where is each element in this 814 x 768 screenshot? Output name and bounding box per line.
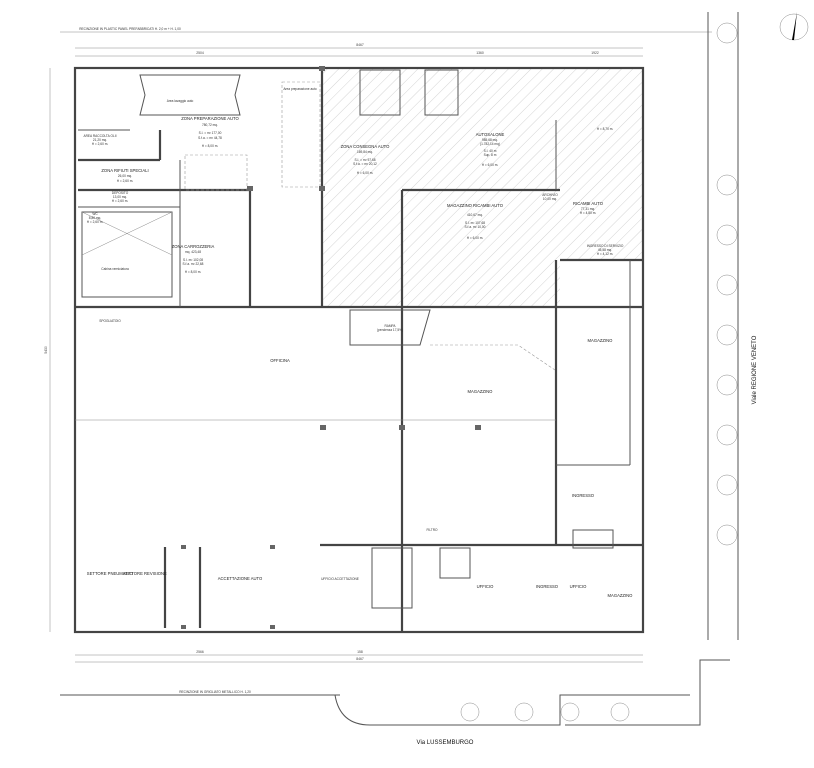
svg-text:ACCETTAZIONE AUTO: ACCETTAZIONE AUTO: [218, 576, 263, 581]
svg-text:WC: WC: [92, 212, 98, 216]
svg-text:SETTORE PNEUMATICI: SETTORE PNEUMATICI: [87, 571, 133, 576]
street-label-south: Via LUSSEMBURGO: [417, 740, 474, 746]
svg-text:H = 8,00 m.: H = 8,00 m.: [202, 144, 219, 148]
svg-text:UFFICIO: UFFICIO: [570, 584, 587, 589]
dim-total-width: 8467: [356, 43, 364, 47]
svg-text:ZONA RIFIUTI SPECIALI: ZONA RIFIUTI SPECIALI: [101, 168, 148, 173]
svg-text:H = 2,60 m.: H = 2,60 m.: [87, 220, 104, 224]
svg-text:13,00 mq.: 13,00 mq.: [113, 195, 127, 199]
tree-icons: [460, 22, 738, 722]
svg-text:S.I. = m² 177,00: S.I. = m² 177,00: [199, 131, 222, 135]
svg-text:SPOGLIATOIO: SPOGLIATOIO: [99, 319, 121, 323]
svg-text:DEPOSITO: DEPOSITO: [112, 191, 129, 195]
svg-text:mq. 423,48: mq. 423,48: [185, 250, 201, 254]
svg-text:410,67 mq.: 410,67 mq.: [467, 213, 483, 217]
dim-top-2: 1360: [476, 51, 484, 55]
south-sidewalk: [60, 694, 690, 726]
svg-text:UFFICIO: UFFICIO: [477, 584, 494, 589]
svg-text:(pendenza 17,5%): (pendenza 17,5%): [377, 328, 403, 332]
svg-text:Area preparazione auto: Area preparazione auto: [283, 87, 317, 91]
svg-text:ZONA CARROZZERIA: ZONA CARROZZERIA: [172, 244, 215, 249]
paint-booth: [81, 211, 173, 298]
svg-text:AUTOSALONE: AUTOSALONE: [476, 132, 505, 137]
svg-text:780,72 mq.: 780,72 mq.: [202, 123, 218, 127]
svg-text:S.I. m² 107,68: S.I. m² 107,68: [465, 221, 485, 225]
svg-text:S.I. m² 102,08: S.I. m² 102,08: [183, 258, 203, 262]
svg-text:Sup. 8 m: Sup. 8 m: [484, 153, 497, 157]
svg-text:UFFICIO ACCETTAZIONE: UFFICIO ACCETTAZIONE: [321, 577, 359, 581]
svg-text:H = 2,60 m.: H = 2,60 m.: [117, 179, 134, 183]
svg-text:FILTRO: FILTRO: [426, 528, 438, 532]
car-wash-area: [139, 74, 241, 116]
dim-total-width-bottom: 8467: [356, 657, 364, 661]
svg-text:MAGAZZINO: MAGAZZINO: [608, 593, 634, 598]
structural-columns: [181, 66, 481, 629]
svg-text:H = 2,60 m.: H = 2,60 m.: [112, 199, 129, 203]
svg-text:8,80 mq.: 8,80 mq.: [89, 216, 102, 220]
svg-text:INGRESSO: INGRESSO: [536, 584, 559, 589]
south-fence-note: RECINZIONE IN GRIGLIATO METALLICO H. 1,2…: [179, 690, 251, 694]
svg-text:H = 6,00 m.: H = 6,00 m.: [357, 171, 374, 175]
room-labels: ZONA PREPARAZIONE AUTO 780,72 mq. S.I. =…: [83, 87, 633, 598]
svg-text:H = 8,00 m.: H = 8,00 m.: [185, 270, 202, 274]
svg-text:(1.782,14 mq): (1.782,14 mq): [480, 142, 500, 146]
svg-text:S.I. = m² 97,68: S.I. = m² 97,68: [355, 158, 376, 162]
svg-text:ZONA CONSEGNA AUTO: ZONA CONSEGNA AUTO: [341, 144, 391, 149]
svg-text:MAGAZZINO: MAGAZZINO: [468, 389, 494, 394]
svg-text:H = 4,80 m.: H = 4,80 m.: [580, 211, 597, 215]
svg-text:INGRESSO DI SERVIZIO: INGRESSO DI SERVIZIO: [587, 244, 624, 248]
dim-top-3: 1922: [591, 51, 599, 55]
svg-text:SETTORE REVISIONE: SETTORE REVISIONE: [123, 571, 167, 576]
hatched-area: [322, 68, 643, 307]
north-arrow-icon: [779, 12, 809, 41]
street-label-east: Viale REGIONE VENETO: [752, 335, 758, 404]
ramp: [349, 309, 431, 346]
internal-walls: [75, 68, 643, 632]
svg-text:AREA RACCOLTA OLII: AREA RACCOLTA OLII: [83, 134, 116, 138]
svg-text:H = 2,60 m.: H = 2,60 m.: [92, 142, 109, 146]
svg-text:985,68 mq.: 985,68 mq.: [482, 138, 498, 142]
svg-text:S.f.a. m² 22,68: S.f.a. m² 22,68: [183, 262, 204, 266]
svg-text:S.f.a. = m² 20,12: S.f.a. = m² 20,12: [353, 162, 377, 166]
svg-text:45,58 mq.: 45,58 mq.: [598, 248, 612, 252]
dim-bottom-1: 2566: [196, 650, 204, 654]
svg-text:MAGAZZINO: MAGAZZINO: [588, 338, 614, 343]
svg-text:77,31 mq.: 77,31 mq.: [581, 207, 595, 211]
dim-bottom-2: 158: [357, 650, 363, 654]
svg-text:Cabina verniciatura: Cabina verniciatura: [101, 267, 129, 271]
svg-text:H = 8,70 m.: H = 8,70 m.: [597, 127, 614, 131]
svg-text:21,20 mq.: 21,20 mq.: [93, 138, 107, 142]
dim-total-height: 5430: [44, 346, 48, 354]
svg-text:RAMPA: RAMPA: [384, 324, 396, 328]
svg-text:26,00 mq.: 26,00 mq.: [118, 174, 132, 178]
svg-text:10,00 mq.: 10,00 mq.: [543, 197, 557, 201]
dim-top-1: 2504: [196, 51, 204, 55]
svg-text:OFFICINA: OFFICINA: [270, 358, 290, 363]
building-outline: [73, 66, 645, 634]
svg-text:MAGAZZINO RICAMBI AUTO: MAGAZZINO RICAMBI AUTO: [447, 203, 504, 208]
svg-text:S.f.a. = m² 44,78: S.f.a. = m² 44,78: [198, 136, 222, 140]
svg-text:INGRESSO: INGRESSO: [572, 493, 595, 498]
svg-text:H = 6,00 m.: H = 6,00 m.: [482, 163, 499, 167]
svg-text:ARCHIVIO: ARCHIVIO: [542, 193, 558, 197]
north-fence-note: RECINZIONE IN PLASTIC PANEL PREFABBRICAT…: [79, 27, 181, 31]
svg-text:169,84 mq.: 169,84 mq.: [357, 150, 373, 154]
svg-text:S.I. 40 m: S.I. 40 m: [484, 149, 497, 153]
svg-text:RICAMBI AUTO: RICAMBI AUTO: [573, 201, 604, 206]
svg-text:S.f.a. m² 10,00: S.f.a. m² 10,00: [465, 225, 486, 229]
svg-text:H = 6,00 m.: H = 6,00 m.: [467, 236, 484, 240]
svg-text:ZONA PREPARAZIONE AUTO: ZONA PREPARAZIONE AUTO: [181, 116, 239, 121]
svg-text:Area lavaggio auto: Area lavaggio auto: [167, 99, 194, 103]
svg-text:H = 4,12 m.: H = 4,12 m.: [597, 252, 614, 256]
